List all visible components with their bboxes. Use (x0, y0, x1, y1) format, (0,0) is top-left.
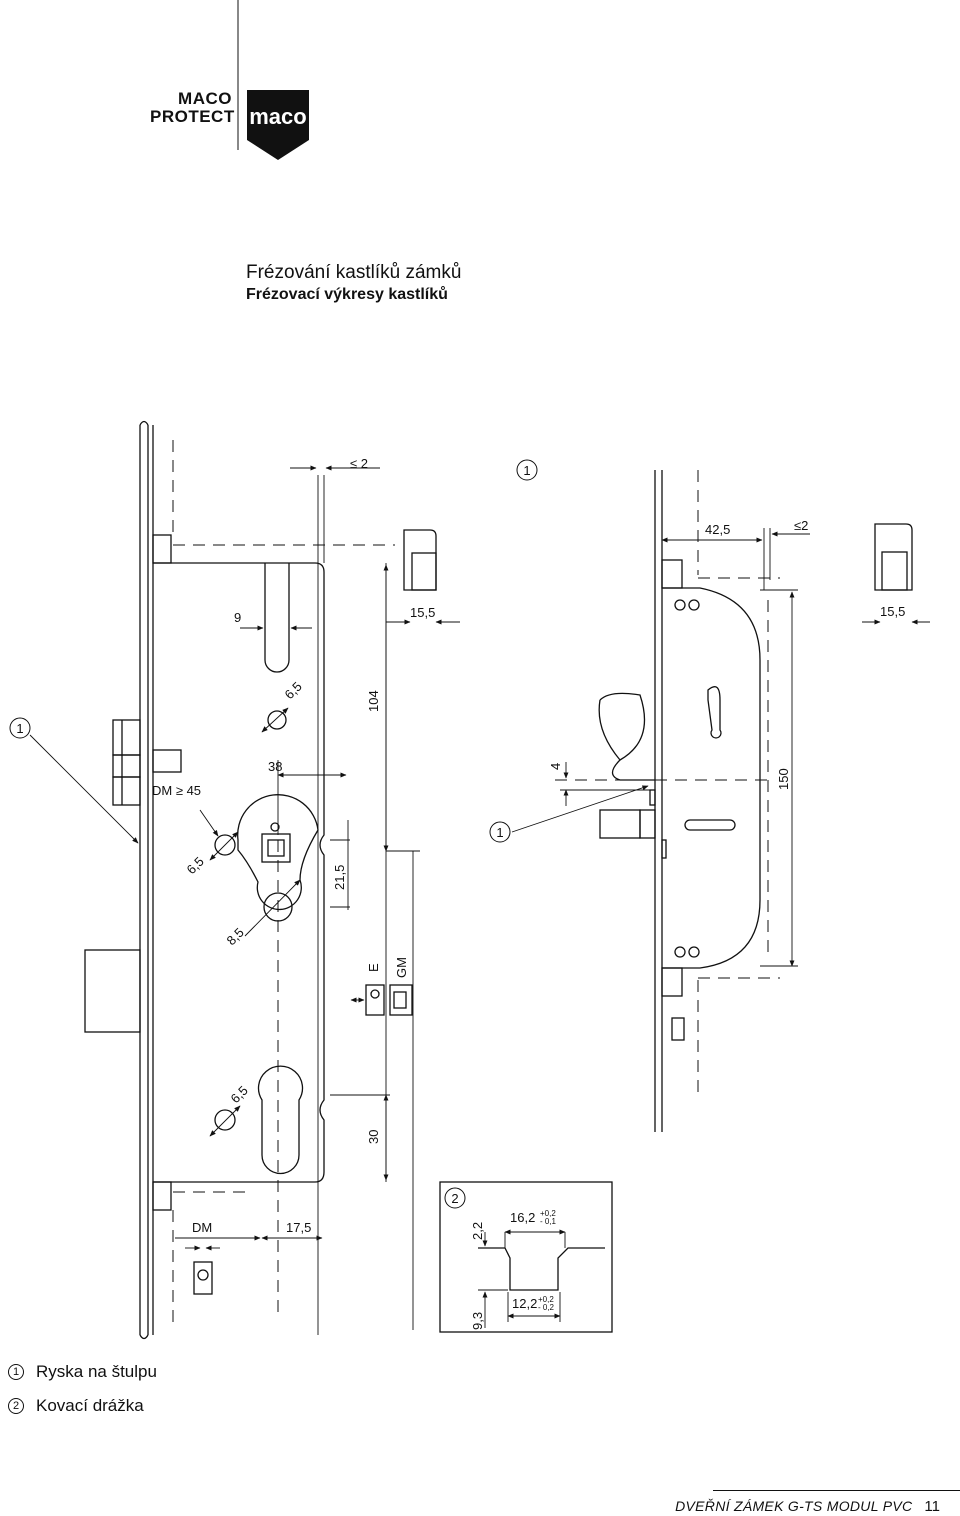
dim-104: 104 (366, 690, 381, 712)
svg-text:1: 1 (523, 463, 530, 478)
dim-dm45: DM ≥ 45 (152, 783, 201, 798)
dim-8-5: 8,5 (224, 925, 247, 948)
legend-text: Kovací drážka (36, 1396, 144, 1415)
dim-6-5-bot: 6,5 (228, 1083, 251, 1106)
title-block: Frézování kastlíků zámků Frézovací výkre… (246, 262, 461, 304)
groove-bot-tol-plus: +0,2 (538, 1295, 554, 1304)
groove-bot: 12,2 (512, 1296, 537, 1311)
callout-2: 2 (444, 1187, 466, 1209)
groove-top-tol-minus: - 0,1 (540, 1217, 557, 1226)
maco-logo-icon: maco (247, 90, 309, 160)
groove-top-left: 2,2 (470, 1222, 485, 1240)
groove-top-tol-plus: +0,2 (540, 1209, 556, 1218)
footer-rule (713, 1490, 960, 1491)
callout-1-right: 1 (489, 821, 511, 843)
dim-e: E (366, 963, 381, 972)
page-number: 11 (924, 1498, 940, 1515)
dim-gm: GM (394, 957, 409, 978)
page-title: Frézování kastlíků zámků (246, 262, 462, 283)
logo-line-1: MACO (178, 89, 232, 108)
legend-item-2: 2 Kovací drážka (8, 1396, 144, 1416)
logo-line-2: PROTECT (150, 107, 235, 126)
dim-21-5: 21,5 (332, 865, 347, 890)
dim-6-5-mid: 6,5 (184, 854, 207, 877)
dim-17-5: 17,5 (286, 1220, 311, 1235)
svg-text:1: 1 (496, 825, 503, 840)
legend-item-1: 1 Ryska na štulpu (8, 1362, 157, 1382)
dim-38: 38 (268, 759, 282, 774)
groove-bot-left: 9,3 (470, 1312, 485, 1330)
logo-wordmark: MACO PROTECT (150, 89, 235, 126)
groove-bot-tol-minus: - 0,2 (538, 1303, 555, 1312)
logo-mark-text: maco (249, 104, 306, 129)
dim-150: 150 (776, 768, 791, 790)
dim-le2-right: ≤2 (794, 518, 808, 533)
footer: DVEŘNÍ ZÁMEK G-TS MODUL PVC 11 (675, 1498, 940, 1515)
dim-15-5-right: 15,5 (880, 604, 905, 619)
page-subtitle: Frézovací výkresy kastlíků (246, 286, 448, 303)
dim-le2-top: ≤ 2 (350, 456, 368, 471)
dim-4: 4 (548, 763, 563, 770)
dim-42-5: 42,5 (705, 522, 730, 537)
dim-9: 9 (234, 610, 241, 625)
svg-text:2: 2 (451, 1191, 458, 1206)
legend-text: Ryska na štulpu (36, 1362, 157, 1381)
legend-num: 2 (8, 1398, 24, 1414)
dim-6-5-top: 6,5 (282, 679, 305, 702)
dim-30: 30 (366, 1130, 381, 1144)
dim-15-5-left: 15,5 (410, 605, 435, 620)
svg-text:1: 1 (16, 721, 23, 736)
groove-top: 16,2 (510, 1210, 535, 1225)
callout-1-left: 1 (9, 717, 31, 739)
footer-title: DVEŘNÍ ZÁMEK G-TS MODUL PVC (675, 1498, 913, 1514)
callout-1-top: 1 (516, 459, 538, 481)
legend-num: 1 (8, 1364, 24, 1380)
dim-dm: DM (192, 1220, 212, 1235)
